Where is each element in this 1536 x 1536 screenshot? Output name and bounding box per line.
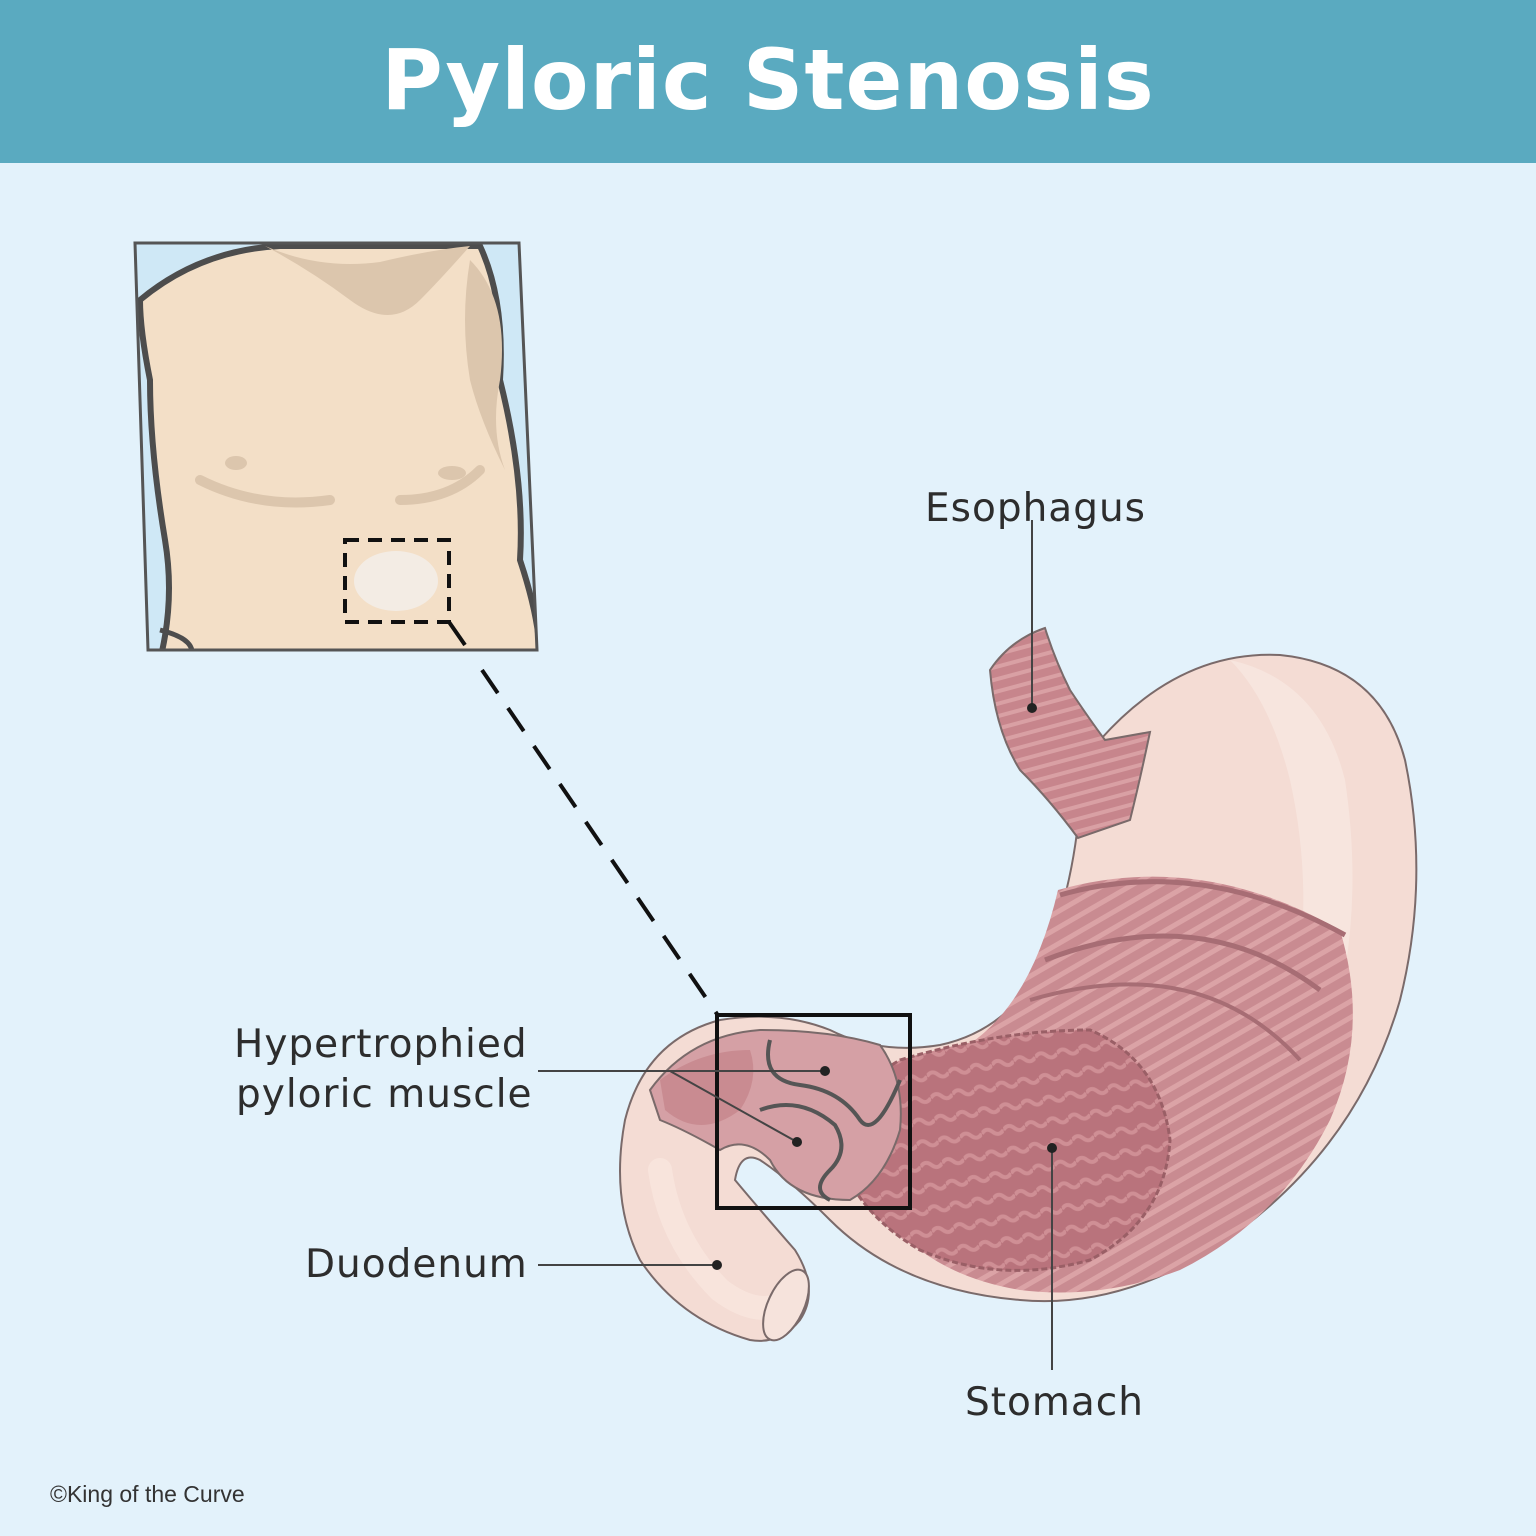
label-hypertrophied-line2: pyloric muscle [236,1072,533,1117]
leader-lines [538,520,1057,1370]
stomach-illustration [619,626,1418,1342]
copyright-text: ©King of the Curve [50,1481,245,1507]
label-esophagus: Esophagus [925,486,1146,531]
zoom-connector-dash [480,668,719,1016]
label-stomach: Stomach [965,1380,1144,1425]
pylorus-zoom-box [715,1013,912,1210]
label-hypertrophied-line1: Hypertrophied [234,1022,528,1067]
label-duodenum: Duodenum [305,1242,528,1287]
zoom-connector [447,620,467,647]
page-title: Pyloric Stenosis [381,30,1155,129]
header-bar: Pyloric Stenosis [0,0,1536,163]
torso-inset [133,241,539,652]
